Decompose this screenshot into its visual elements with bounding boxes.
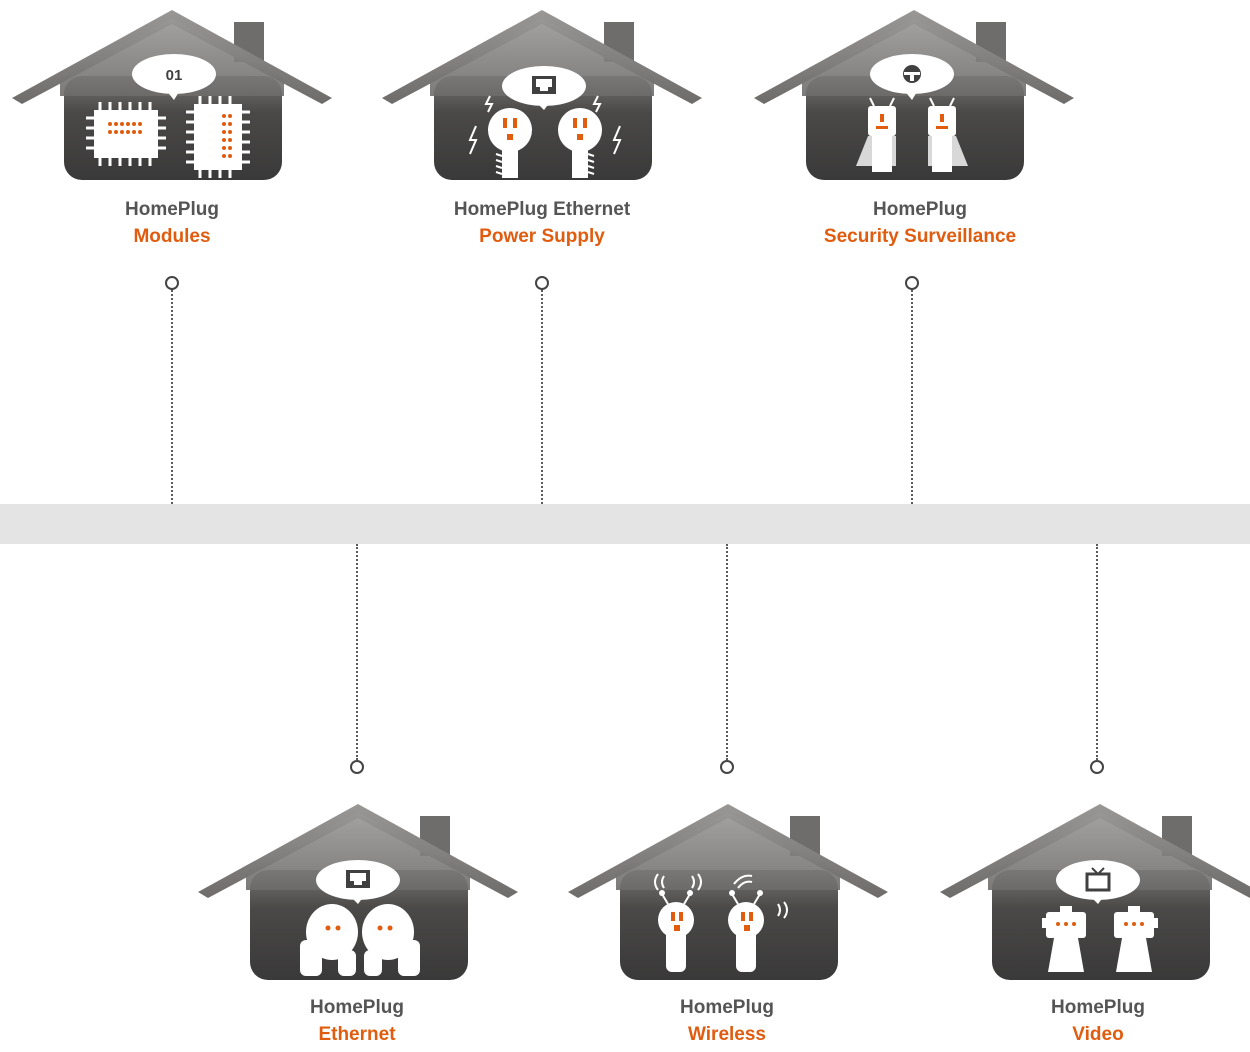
antenna-robot-right bbox=[728, 890, 764, 972]
label-modules-line1: HomePlug bbox=[125, 199, 219, 220]
speech-bubble: 01 bbox=[132, 54, 216, 100]
chip-figure-right bbox=[186, 96, 250, 178]
node-ethernet bbox=[350, 760, 364, 774]
label-video: HomePlug Video bbox=[948, 994, 1248, 1048]
house-modules: 01 bbox=[2, 6, 342, 196]
label-power-supply-line2: Power Supply bbox=[479, 226, 605, 247]
house-wireless bbox=[558, 800, 898, 990]
connector-wireless bbox=[726, 544, 728, 760]
wifi-waves-icon bbox=[654, 873, 788, 919]
caped-plug-left bbox=[856, 97, 896, 172]
speech-bubble bbox=[502, 66, 586, 110]
connector-power bbox=[541, 290, 543, 504]
connector-video bbox=[1096, 544, 1098, 760]
tv-robot-left bbox=[1042, 906, 1086, 972]
label-power-supply: HomePlug Ethernet Power Supply bbox=[392, 196, 692, 250]
label-video-line1: HomePlug bbox=[1051, 997, 1145, 1018]
connector-ethernet bbox=[356, 544, 358, 760]
speech-bubble bbox=[316, 860, 400, 904]
label-ethernet: HomePlug Ethernet bbox=[207, 994, 507, 1048]
chip-figure-left bbox=[86, 102, 166, 166]
plug-figure-left bbox=[468, 95, 532, 178]
ethernet-port-icon bbox=[346, 870, 370, 888]
node-wireless bbox=[720, 760, 734, 774]
label-ethernet-line1: HomePlug bbox=[310, 997, 404, 1018]
blob-robot-left bbox=[300, 904, 358, 976]
label-video-line2: Video bbox=[1072, 1024, 1124, 1045]
label-modules-line2: Modules bbox=[133, 226, 211, 247]
speech-bubble bbox=[870, 54, 954, 100]
plug-figure-right bbox=[558, 95, 622, 178]
label-security-line2: Security Surveillance bbox=[823, 226, 1017, 247]
label-wireless-line2: Wireless bbox=[688, 1024, 766, 1045]
house-security bbox=[744, 6, 1084, 196]
speech-bubble bbox=[1056, 860, 1140, 904]
house-power-supply bbox=[372, 6, 712, 196]
label-power-supply-line1: HomePlug Ethernet bbox=[453, 199, 631, 220]
powerline-band bbox=[0, 504, 1250, 544]
tv-robot-right bbox=[1114, 906, 1158, 972]
blob-robot-right bbox=[362, 904, 420, 976]
label-modules: HomePlug Modules bbox=[22, 196, 322, 250]
label-security-line1: HomePlug bbox=[873, 199, 967, 220]
antenna-robot-left bbox=[658, 890, 694, 972]
caped-plug-right bbox=[928, 97, 968, 172]
tv-icon bbox=[1085, 867, 1111, 892]
house-video bbox=[930, 800, 1250, 990]
label-wireless: HomePlug Wireless bbox=[577, 994, 877, 1048]
label-wireless-line1: HomePlug bbox=[680, 997, 774, 1018]
bubble-text: 01 bbox=[166, 67, 183, 84]
lock-icon bbox=[903, 65, 921, 83]
node-video bbox=[1090, 760, 1104, 774]
connector-security bbox=[911, 290, 913, 504]
ethernet-port-icon bbox=[532, 76, 556, 94]
house-ethernet bbox=[188, 800, 528, 990]
connector-modules bbox=[171, 290, 173, 504]
label-security: HomePlug Security Surveillance bbox=[770, 196, 1070, 250]
node-security bbox=[905, 276, 919, 290]
label-ethernet-line2: Ethernet bbox=[318, 1024, 396, 1045]
node-modules bbox=[165, 276, 179, 290]
node-power bbox=[535, 276, 549, 290]
